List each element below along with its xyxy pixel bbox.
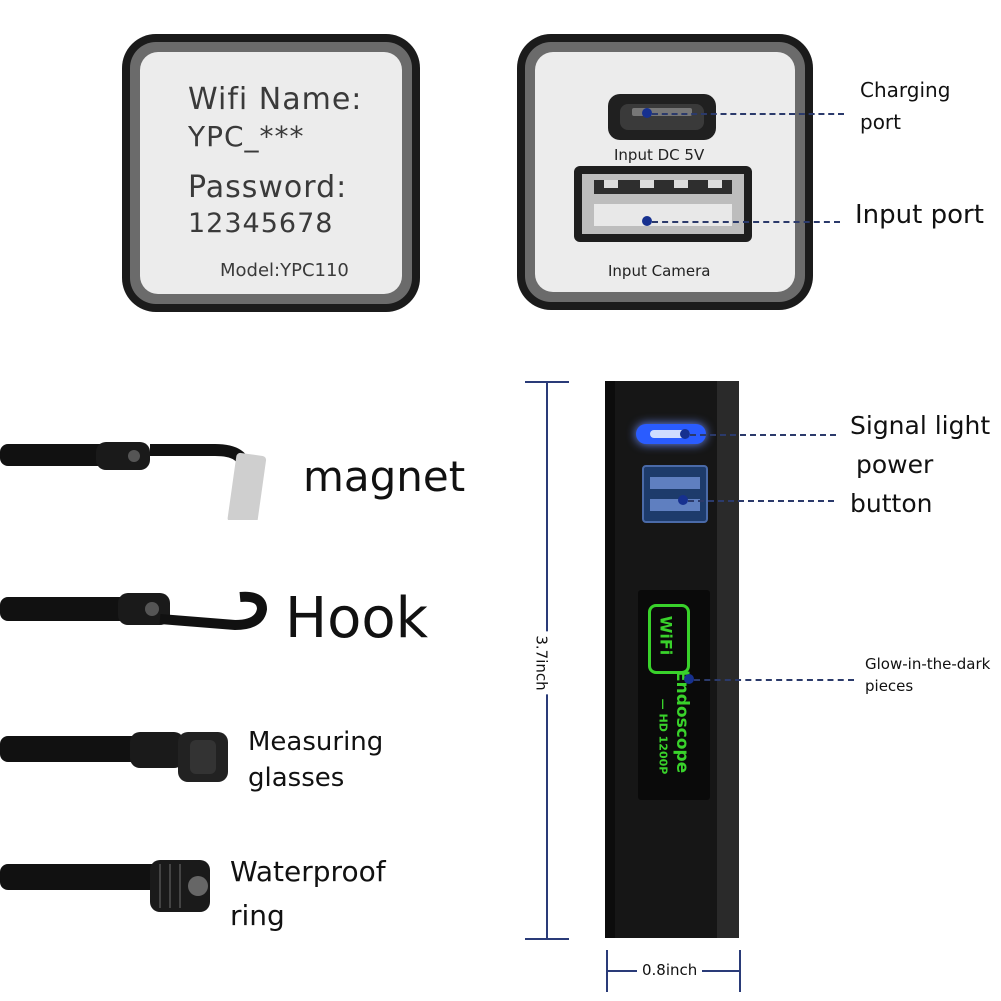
password-value: 12345678 — [188, 208, 334, 239]
input-port-marker — [642, 216, 652, 226]
height-label: 3.7inch — [530, 631, 553, 695]
measuring-label-line2: glasses — [248, 763, 345, 793]
model-label: Model:YPC110 — [220, 260, 349, 281]
dc-label: Input DC 5V — [614, 146, 705, 164]
magnet-probe-image — [0, 442, 267, 520]
magnet-label: magnet — [303, 452, 466, 501]
charging-port-leader — [652, 113, 844, 115]
wifi-logo-text: WiFi — [656, 615, 676, 656]
signal-callout-line3: button — [850, 489, 933, 518]
charging-port-callout: Charging port — [860, 74, 950, 138]
waterproof-label-line2: ring — [230, 899, 285, 932]
power-button-leader — [688, 500, 834, 502]
glow-leader — [694, 679, 854, 681]
endoscope-logo-text: Endoscope — [672, 670, 692, 774]
endoscope-device — [605, 381, 739, 938]
glow-callout: Glow-in-the-dark pieces — [865, 653, 990, 697]
waterproof-label: Waterproof ring — [230, 850, 386, 938]
charging-port-marker — [642, 108, 652, 118]
waterproof-label-line1: Waterproof — [230, 855, 386, 888]
input-port-leader — [652, 221, 840, 223]
usb-camera-port — [574, 166, 752, 242]
hook-probe-image — [0, 591, 268, 631]
signal-callout-line2: power — [856, 450, 934, 479]
signal-power-callout: Signal light power button — [850, 406, 990, 523]
charging-callout-line1: Charging — [860, 78, 951, 102]
height-bottom-tick — [525, 938, 569, 940]
glow-marker — [684, 674, 694, 684]
glow-callout-line2: pieces — [865, 677, 914, 695]
micro-usb-port — [608, 94, 716, 140]
glow-callout-line1: Glow-in-the-dark — [865, 655, 991, 673]
waterproof-probe-image — [0, 860, 210, 912]
camera-label: Input Camera — [608, 262, 711, 280]
measuring-label: Measuring glasses — [248, 724, 383, 796]
charging-callout-line2: port — [860, 110, 901, 134]
input-port-callout: Input port — [855, 200, 984, 230]
signal-light-marker — [680, 429, 690, 439]
width-right-tick — [739, 950, 741, 992]
width-label: 0.8inch — [637, 961, 703, 979]
measuring-probe-image — [0, 732, 228, 782]
wifi-name-value: YPC_*** — [188, 120, 305, 153]
signal-light-leader — [690, 434, 836, 436]
hook-label: Hook — [285, 586, 429, 651]
wifi-name-label: Wifi Name: — [188, 82, 363, 117]
signal-callout-line1: Signal light — [850, 411, 991, 440]
measuring-label-line1: Measuring — [248, 727, 384, 757]
power-button[interactable] — [642, 465, 708, 523]
password-label: Password: — [188, 170, 348, 205]
wifi-logo — [648, 604, 690, 674]
power-button-marker — [678, 495, 688, 505]
hd-logo-text: — HD 1200P — [656, 698, 670, 775]
